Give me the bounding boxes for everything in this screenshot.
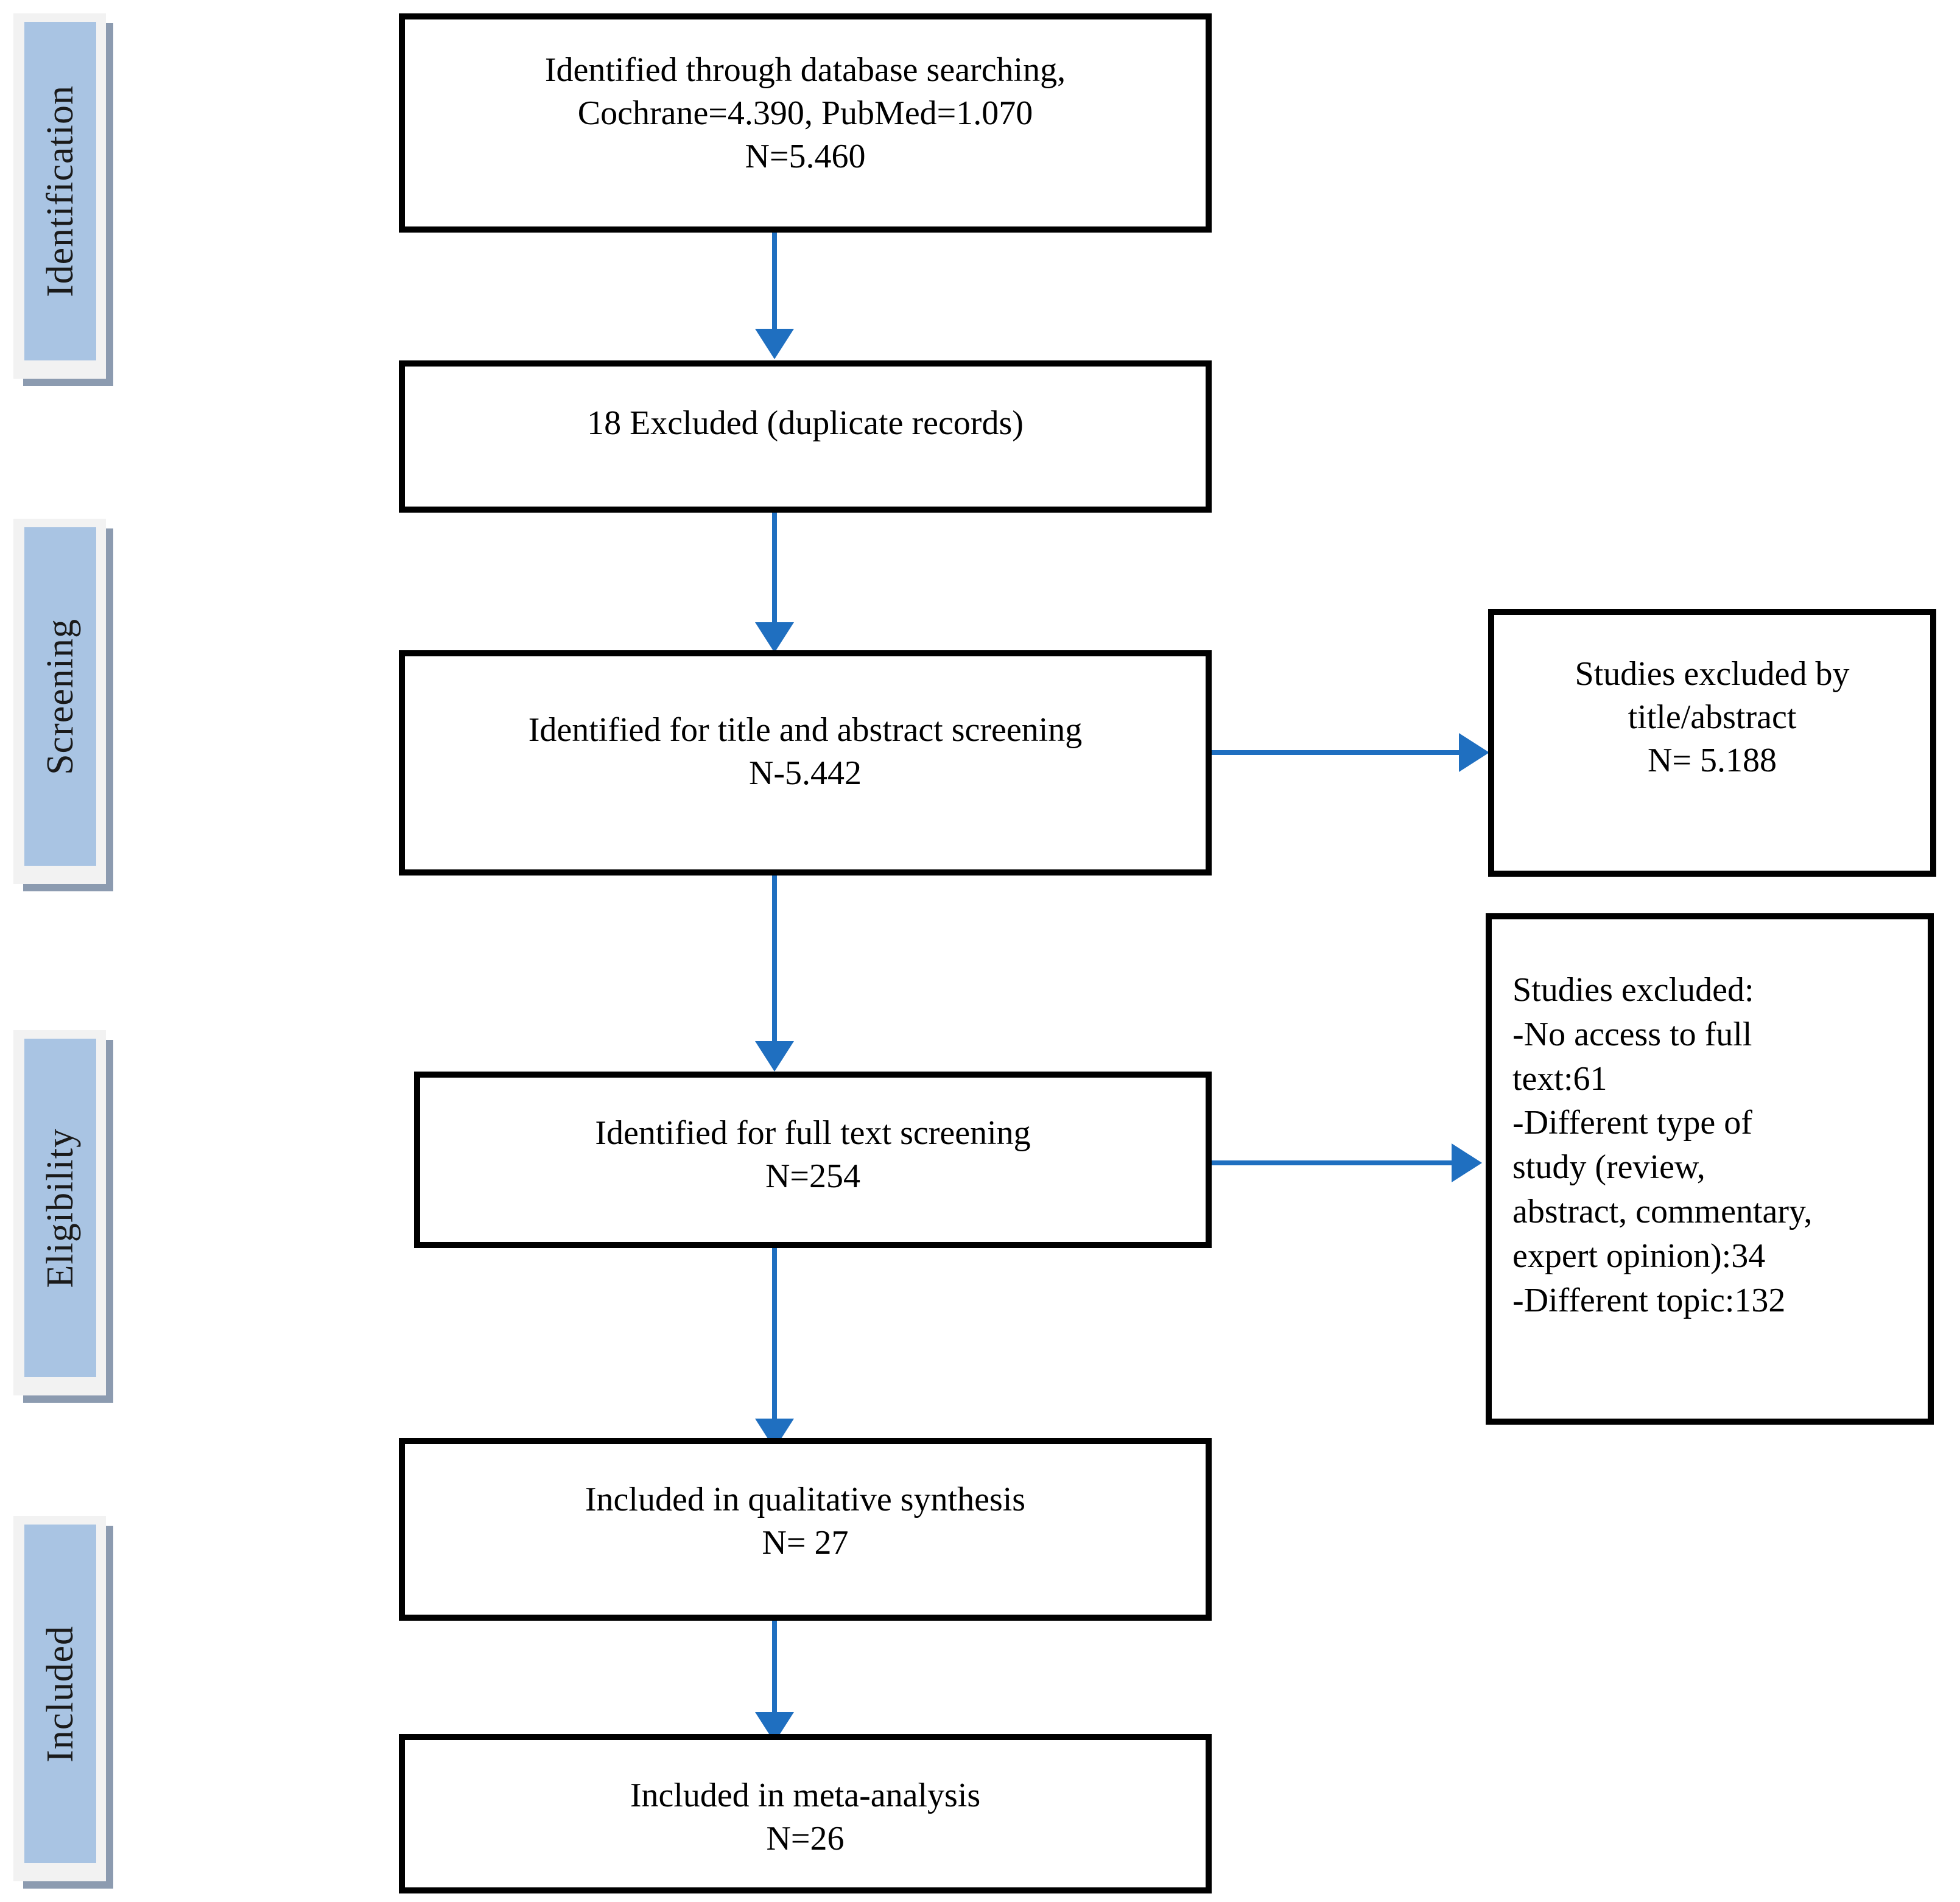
connector-line-screening-exclusion <box>1212 750 1467 755</box>
stage-label-identification: Identification <box>40 85 81 297</box>
connector-line-4 <box>772 1248 777 1431</box>
stage-chip-included-fill: Included <box>24 1525 96 1863</box>
box-qualitative-synthesis: Included in qualitative synthesis N= 27 <box>399 1438 1212 1621</box>
box-excluded-full-text-text: Studies excluded: -No access to full tex… <box>1512 971 1813 1319</box>
connector-line-1 <box>772 233 777 337</box>
box-excluded-full-text: Studies excluded: -No access to full tex… <box>1486 913 1934 1425</box>
connector-line-3 <box>772 876 777 1052</box>
connector-line-5 <box>772 1621 777 1725</box>
connector-arrowhead-eligibility-exclusion <box>1452 1143 1482 1182</box>
stage-chip-eligibility: Eligibility <box>13 1030 106 1395</box>
box-full-text-screening: Identified for full text screening N=254 <box>414 1072 1212 1248</box>
box-duplicates-excluded-text: 18 Excluded (duplicate records) <box>587 404 1024 442</box>
stage-chip-screening-fill: Screening <box>24 527 96 866</box>
box-identified-database: Identified through database searching, C… <box>399 13 1212 233</box>
stage-chip-identification-fill: Identification <box>24 22 96 360</box>
box-identified-database-text: Identified through database searching, C… <box>544 51 1066 176</box>
stage-label-included: Included <box>40 1625 81 1763</box>
box-excluded-title-abstract: Studies excluded by title/abstract N= 5.… <box>1488 609 1936 877</box>
connector-arrowhead-2 <box>755 622 794 653</box>
stage-chip-identification: Identification <box>13 13 106 379</box>
connector-arrowhead-3 <box>755 1041 794 1072</box>
stage-chip-screening: Screening <box>13 519 106 884</box>
connector-line-eligibility-exclusion <box>1212 1160 1455 1165</box>
stage-label-screening: Screening <box>40 618 81 775</box>
box-duplicates-excluded: 18 Excluded (duplicate records) <box>399 360 1212 513</box>
connector-arrowhead-1 <box>755 329 794 359</box>
connector-arrowhead-screening-exclusion <box>1459 733 1489 772</box>
box-meta-analysis: Included in meta-analysis N=26 <box>399 1734 1212 1893</box>
box-excluded-title-abstract-text: Studies excluded by title/abstract N= 5.… <box>1575 655 1850 780</box>
connector-line-2 <box>772 513 777 633</box>
stage-chip-included: Included <box>13 1516 106 1881</box>
box-full-text-screening-text: Identified for full text screening N=254 <box>595 1114 1031 1196</box>
box-qualitative-synthesis-text: Included in qualitative synthesis N= 27 <box>585 1481 1026 1562</box>
stage-chip-eligibility-fill: Eligibility <box>24 1039 96 1377</box>
box-meta-analysis-text: Included in meta-analysis N=26 <box>630 1777 981 1858</box>
stage-label-eligibility: Eligibility <box>40 1128 81 1288</box>
box-title-abstract-screening: Identified for title and abstract screen… <box>399 650 1212 876</box>
box-title-abstract-screening-text: Identified for title and abstract screen… <box>528 711 1083 793</box>
